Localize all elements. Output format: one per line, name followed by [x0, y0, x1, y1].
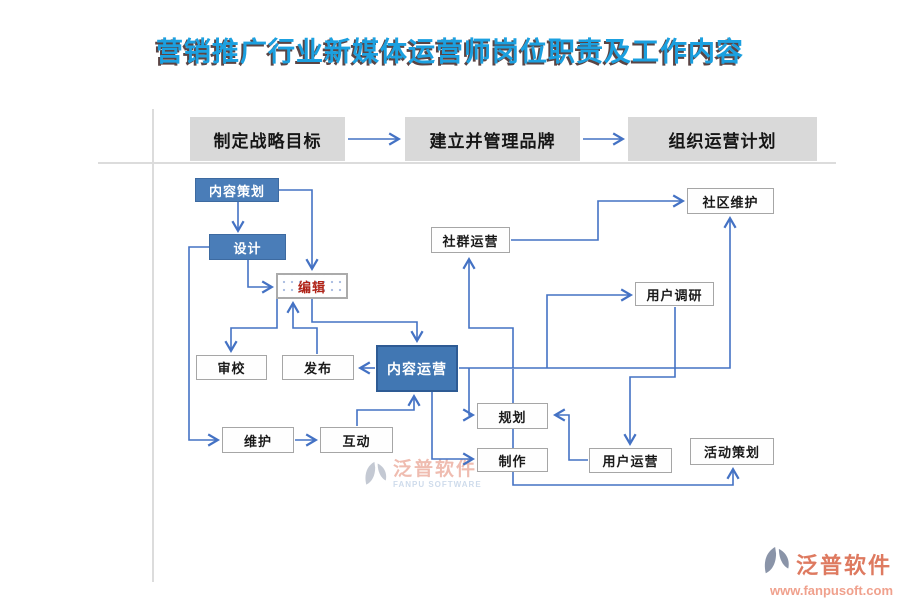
node-content-planning: 内容策划	[195, 178, 279, 202]
node-planning: 规划	[477, 403, 548, 429]
fanpu-logo-icon	[762, 545, 792, 582]
watermark-corner: 泛普软件 www.fanpusoft.com	[762, 545, 893, 598]
watermark-corner-url: www.fanpusoft.com	[770, 583, 894, 598]
node-group-ops: 社群运营	[431, 227, 510, 253]
step-build-brand: 建立并管理品牌	[405, 117, 580, 161]
connector-contentops-production	[431, 392, 472, 459]
watermark-center: 泛普软件 FANPU SOFTWARE	[363, 460, 482, 493]
node-edit: 编辑	[276, 273, 348, 299]
header-divider-line	[98, 162, 836, 164]
connector-userops-planning	[556, 415, 588, 461]
node-maintain: 维护	[222, 427, 294, 453]
connector-contentops-planning	[469, 368, 472, 415]
connector-contentops-groupops	[469, 260, 514, 368]
connector-publish-edit	[293, 304, 318, 354]
node-user-research: 用户调研	[635, 282, 714, 306]
step-set-strategy: 制定战略目标	[190, 117, 345, 161]
node-production: 制作	[477, 448, 548, 472]
connector-design-edit	[247, 260, 271, 287]
left-axis-line	[152, 109, 154, 582]
connector-contentops-communitymaintain	[459, 219, 730, 369]
watermark-corner-name: 泛普软件	[796, 552, 893, 578]
node-community-maintain: 社区维护	[687, 188, 774, 214]
step-organize-ops-plan: 组织运营计划	[628, 117, 817, 161]
node-user-ops: 用户运营	[589, 448, 672, 473]
connector-interact-contentops	[356, 397, 414, 426]
node-content-ops: 内容运营	[376, 345, 458, 392]
connector-edit-review	[231, 299, 278, 350]
node-interact: 互动	[320, 427, 393, 453]
node-design: 设计	[209, 234, 286, 260]
node-review: 审校	[196, 355, 267, 380]
watermark-center-name: 泛普软件	[393, 459, 478, 480]
node-activity-planning: 活动策划	[690, 438, 774, 465]
page-title: 营销推广行业新媒体运营师岗位职责及工作内容	[156, 37, 744, 67]
connector-contentops-userresearch	[546, 295, 630, 368]
connector-planning-edit	[279, 189, 312, 268]
node-publish: 发布	[282, 355, 354, 380]
connector-edit-contentops	[311, 299, 417, 340]
connector-design-maintain	[188, 246, 217, 440]
fanpu-logo-icon	[363, 460, 389, 493]
connector-groupops-communitymaintain	[511, 201, 682, 241]
watermark-center-sub: FANPU SOFTWARE	[393, 480, 482, 489]
connector-userresearch-userops	[630, 307, 676, 443]
